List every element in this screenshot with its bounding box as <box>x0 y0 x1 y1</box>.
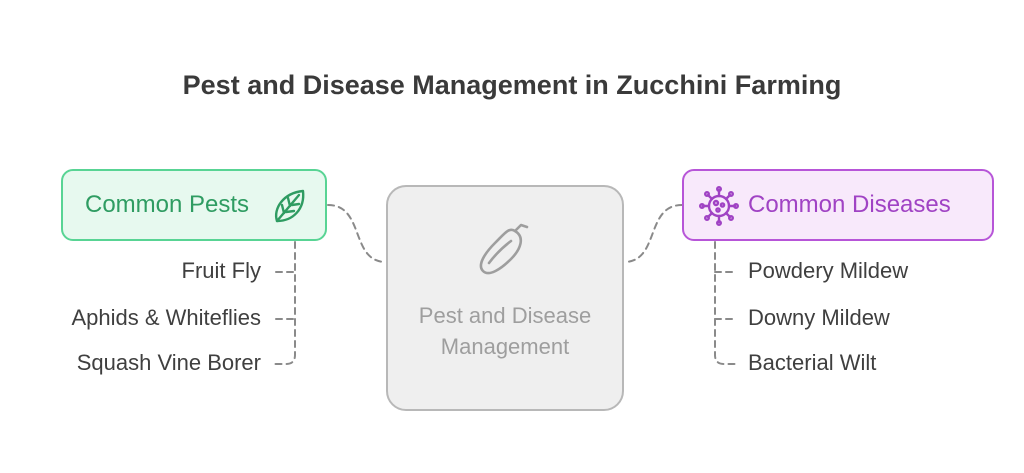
disease-item-powdery-mildew: Powdery Mildew <box>748 258 909 283</box>
disease-item-downy-mildew: Downy Mildew <box>748 305 890 330</box>
center-topic-box: Pest and Disease Management <box>386 185 624 411</box>
disease-item-bacterial-wilt: Bacterial Wilt <box>748 350 877 375</box>
connector-pests-to-center <box>327 204 387 263</box>
common-diseases-label: Common Diseases <box>748 191 951 218</box>
pest-item-fruit-fly: Fruit Fly <box>181 258 261 283</box>
page-title: Pest and Disease Management in Zucchini … <box>182 70 842 100</box>
pest-item-aphids-whiteflies: Aphids & Whiteflies <box>71 305 261 330</box>
common-pests-box: Common Pests <box>61 169 327 241</box>
leaf-icon <box>269 185 311 232</box>
common-pests-label: Common Pests <box>85 191 250 218</box>
zucchini-icon <box>475 219 535 288</box>
virus-icon <box>698 185 740 232</box>
pest-item-squash-vine-borer: Squash Vine Borer <box>76 350 261 375</box>
connector-diseases-to-center <box>623 204 683 263</box>
connector-pests-items-trunk <box>273 241 296 365</box>
common-diseases-box: Common Diseases <box>682 169 994 241</box>
center-topic-label: Pest and Disease Management <box>418 303 592 359</box>
connector-diseases-items-trunk <box>714 241 737 365</box>
